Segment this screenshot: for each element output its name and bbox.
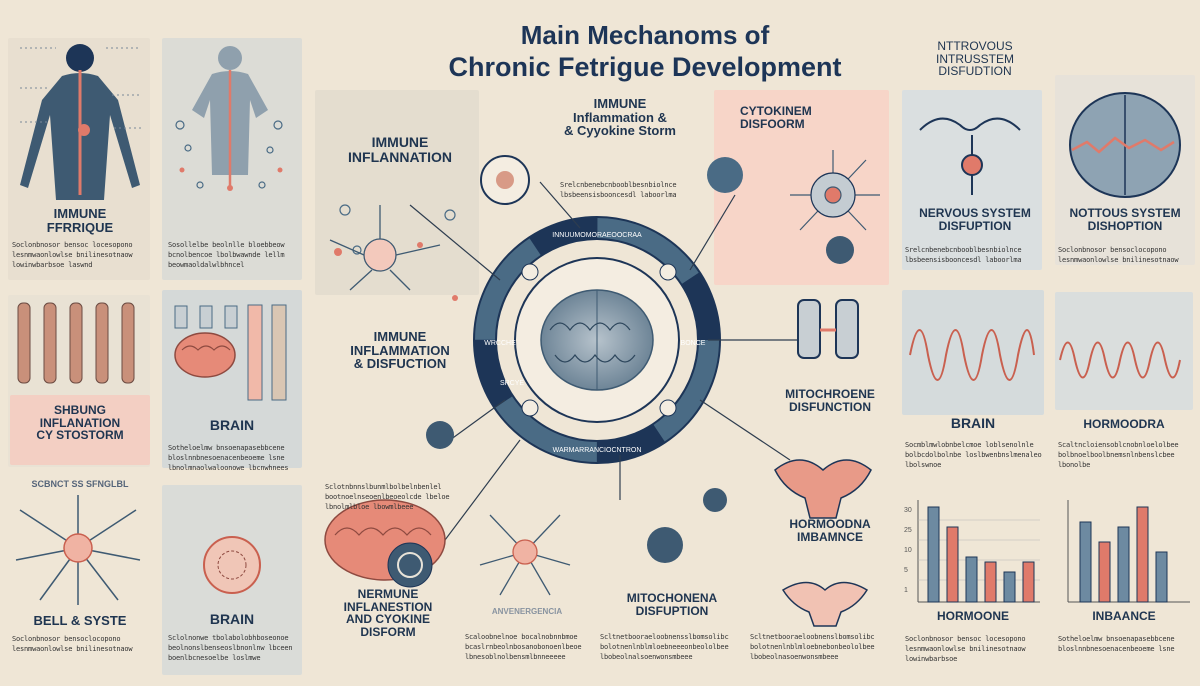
label-cytokine-disform: CYTOKINEM DISFOORM bbox=[740, 104, 812, 131]
tick-30: 30 bbox=[904, 507, 912, 514]
note-2: Sosollelbe beolnlle bloebbeow bcnolbenco… bbox=[168, 241, 285, 269]
label-mito-bottom: MITOCHONENA DISFUPTION bbox=[626, 591, 718, 618]
label-mito-right: MITOCHROENE DISFUNCTION bbox=[785, 387, 875, 414]
label-inflammation: SHBUNG INFLANATION CY STOSTORM bbox=[36, 403, 124, 443]
virus-cell-icon bbox=[480, 155, 854, 264]
cytokine-cell-icon bbox=[790, 150, 880, 231]
label-brain: BRAIN bbox=[209, 417, 255, 433]
label-nermune: NERMUNE INFLANESTION and CYOKINE DISFORM bbox=[343, 587, 433, 639]
label-nervous-header: NTTROVOUS INTRUSSTEM DISFUDTION bbox=[936, 39, 1014, 79]
chart-bar bbox=[1003, 571, 1016, 603]
tick-1: 1 bbox=[904, 587, 908, 594]
label-immune-cytokine: IMMUNE Inflammation & & Cyyokine Storm bbox=[564, 96, 676, 139]
ring-label-lower-left: SRCYE bbox=[500, 380, 524, 387]
chart-left bbox=[917, 500, 1040, 603]
page-title-line2: Chronic Fetrigue Development bbox=[448, 52, 842, 82]
ring-connector-lines bbox=[409, 181, 800, 541]
neuron-icon bbox=[329, 205, 441, 291]
dotted-connector-lines bbox=[20, 47, 144, 129]
chart-bar bbox=[1022, 561, 1035, 603]
label-bell-system: BELL & SYSTE bbox=[33, 613, 127, 628]
label-inbaance: INBAANCE bbox=[1092, 609, 1156, 623]
label-hormone-imbalance: HORMOODNA IMBAMNCE bbox=[789, 517, 871, 544]
waveform-1-icon bbox=[909, 329, 1035, 381]
note-8: Scaloobnelnoe bocalnobnnbmoe bcaslrnbeol… bbox=[465, 633, 582, 661]
label-hormoone: HORMOONE bbox=[937, 609, 1009, 623]
tick-5: 5 bbox=[904, 567, 908, 574]
panel-wave1 bbox=[902, 290, 1044, 415]
label-faint: ANVENERGENCIA bbox=[491, 607, 563, 616]
chart-right bbox=[1067, 500, 1190, 603]
chart-bar bbox=[927, 506, 940, 603]
mitochondria-capsules-icon bbox=[797, 299, 859, 359]
chart-bar bbox=[946, 526, 959, 603]
tick-10: 10 bbox=[904, 547, 912, 554]
brain-small-icon bbox=[174, 332, 236, 378]
panel-immune-inflammation bbox=[315, 90, 479, 295]
dark-cells-icon bbox=[426, 421, 727, 563]
label-immune-inflammation: IMMUNE INFLANNATION bbox=[348, 134, 452, 165]
note-5: Soclonbnosor bensoclocopono lesnmwaonlow… bbox=[12, 635, 133, 653]
chart-bar bbox=[965, 556, 978, 603]
nerve-cell-icon bbox=[919, 117, 1021, 195]
label-nervous-1: NERVOUS SYSTEM DISFUPTION bbox=[919, 206, 1031, 233]
note-7: Sclotnbnnslbunmlbolbelnbenlel bootnoelns… bbox=[325, 483, 450, 511]
ring-label-top: INNUUMOMORAEOOCRAA bbox=[552, 232, 642, 239]
note-16: Soclonbnosor bensoclocopono lesnmwaonlow… bbox=[1058, 246, 1179, 264]
label-bell-header: SCBNCT SS SFNGLBL bbox=[31, 479, 129, 489]
note-13: Soclonbnosor bensoc locesopono lesnmwaon… bbox=[905, 635, 1026, 663]
note-9: Scltnetbooraeloobnensslbomsolibc bolotne… bbox=[600, 633, 729, 661]
label-hormoodra: HORMOODRA bbox=[1083, 417, 1165, 431]
test-tubes-icon bbox=[174, 304, 287, 401]
label-immune: IMMUNE FFRRIQUE bbox=[46, 206, 114, 235]
ring-label-right: BONCE bbox=[681, 340, 706, 347]
red-dots bbox=[179, 167, 458, 301]
chart-bar bbox=[1136, 506, 1149, 603]
label-brain-2: BRAIN bbox=[209, 611, 255, 627]
bottom-neuron-icon bbox=[479, 514, 571, 596]
note-10: Scltnetbooraeloobnenslbomsolibc bolotnen… bbox=[750, 633, 875, 661]
ring-label-left: WRCCHE bbox=[484, 340, 516, 347]
note-4: Sclolnonwe tbolabolobhboseonoe beolnonsl… bbox=[168, 634, 293, 662]
chart-bar bbox=[1155, 551, 1168, 603]
note-1: Soclonbnosor bensoc locesopono lesnmwaon… bbox=[12, 241, 133, 269]
label-nervous-2: NOTTOUS SYSTEM DISHOPTION bbox=[1069, 206, 1181, 233]
page-title-line1: Main Mechanoms of bbox=[520, 20, 770, 50]
central-ring bbox=[473, 216, 721, 464]
label-immune-disfunction: IMMUNE INFLAMMATION & DISFUCTION bbox=[350, 329, 450, 372]
note-15: Srelcnbenebcnbooblbesnbiolnce lbsbeensis… bbox=[905, 246, 1022, 264]
chart-bar bbox=[1079, 521, 1092, 603]
label-brain-right: BRAIN bbox=[950, 415, 996, 431]
spine-figure-icon bbox=[192, 46, 268, 190]
note-11: Socmblmwlobnbelcmoe loblsenolnle bolbcdo… bbox=[905, 441, 1042, 469]
waveform-2-icon bbox=[1059, 341, 1181, 379]
panel-wave2 bbox=[1055, 292, 1193, 410]
note-3: Sotheloelmw bnsoenapasebbcene bloslnnbne… bbox=[168, 444, 289, 472]
starburst-cell-icon bbox=[15, 495, 141, 605]
chart-bar bbox=[984, 561, 997, 603]
panel-cytokine bbox=[714, 90, 889, 285]
coil-bars-icon bbox=[17, 302, 135, 384]
chart-bar bbox=[1098, 541, 1111, 603]
right-brain-icon bbox=[1069, 92, 1181, 198]
human-body-icon bbox=[20, 44, 140, 200]
note-14: Sotheloelmw bnsoenapasebbcene bloslnnbne… bbox=[1058, 635, 1175, 653]
note-6: Srelcnbenebcnbooblbesnbiolnce lbsbeensis… bbox=[560, 181, 677, 199]
note-12: Scaltncloiensoblcnobnloelolbee bolbnoelb… bbox=[1058, 441, 1179, 469]
uterus-icon bbox=[774, 459, 872, 627]
large-brain-icon bbox=[324, 499, 446, 588]
ring-label-bottom: WARMARRANCIOCNTRON bbox=[553, 447, 642, 454]
panel-inflammation-pink bbox=[10, 395, 150, 465]
chart-bar bbox=[1117, 526, 1130, 603]
tick-25: 25 bbox=[904, 527, 912, 534]
round-cell-icon bbox=[203, 536, 261, 594]
chart-left-ticks: 30 25 10 5 1 bbox=[904, 507, 912, 594]
